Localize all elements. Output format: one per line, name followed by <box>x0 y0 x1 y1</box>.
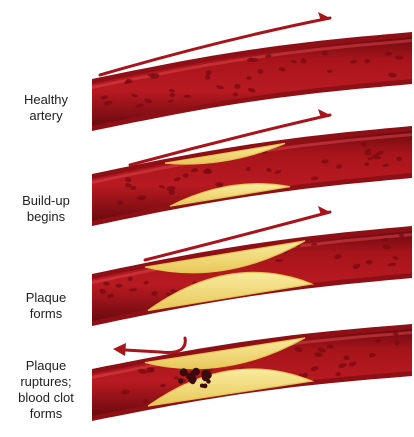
label-line: blood clot <box>2 390 90 406</box>
blood-clot <box>206 379 210 383</box>
label-line: ruptures; <box>2 374 90 390</box>
label-line: artery <box>2 108 90 124</box>
blood-clot <box>178 378 183 383</box>
label-line: Plaque <box>2 290 90 306</box>
blood-clot <box>204 371 212 379</box>
artery-segment-2 <box>92 126 412 226</box>
blood-clot <box>186 373 193 380</box>
artery-segment-3 <box>92 226 412 326</box>
label-line: begins <box>2 209 90 225</box>
label-build-up-begins: Build-up begins <box>2 193 90 225</box>
label-line: forms <box>2 406 90 422</box>
stage-labels: Healthy artery Build-up begins Plaque fo… <box>0 0 90 437</box>
label-line: Healthy <box>2 92 90 108</box>
artery-segment-4 <box>92 324 412 421</box>
blood-cell <box>183 173 189 178</box>
label-line: Build-up <box>2 193 90 209</box>
label-plaque-forms: Plaque forms <box>2 290 90 322</box>
label-line: forms <box>2 306 90 322</box>
blood-clot <box>203 384 208 389</box>
artery-segment-1 <box>92 32 412 131</box>
label-plaque-ruptures: Plaque ruptures; blood clot forms <box>2 358 90 422</box>
label-healthy-artery: Healthy artery <box>2 92 90 124</box>
arrow-head <box>113 343 126 356</box>
blood-cell <box>183 95 191 98</box>
arrow-shaft <box>125 338 185 352</box>
label-line: Plaque <box>2 358 90 374</box>
